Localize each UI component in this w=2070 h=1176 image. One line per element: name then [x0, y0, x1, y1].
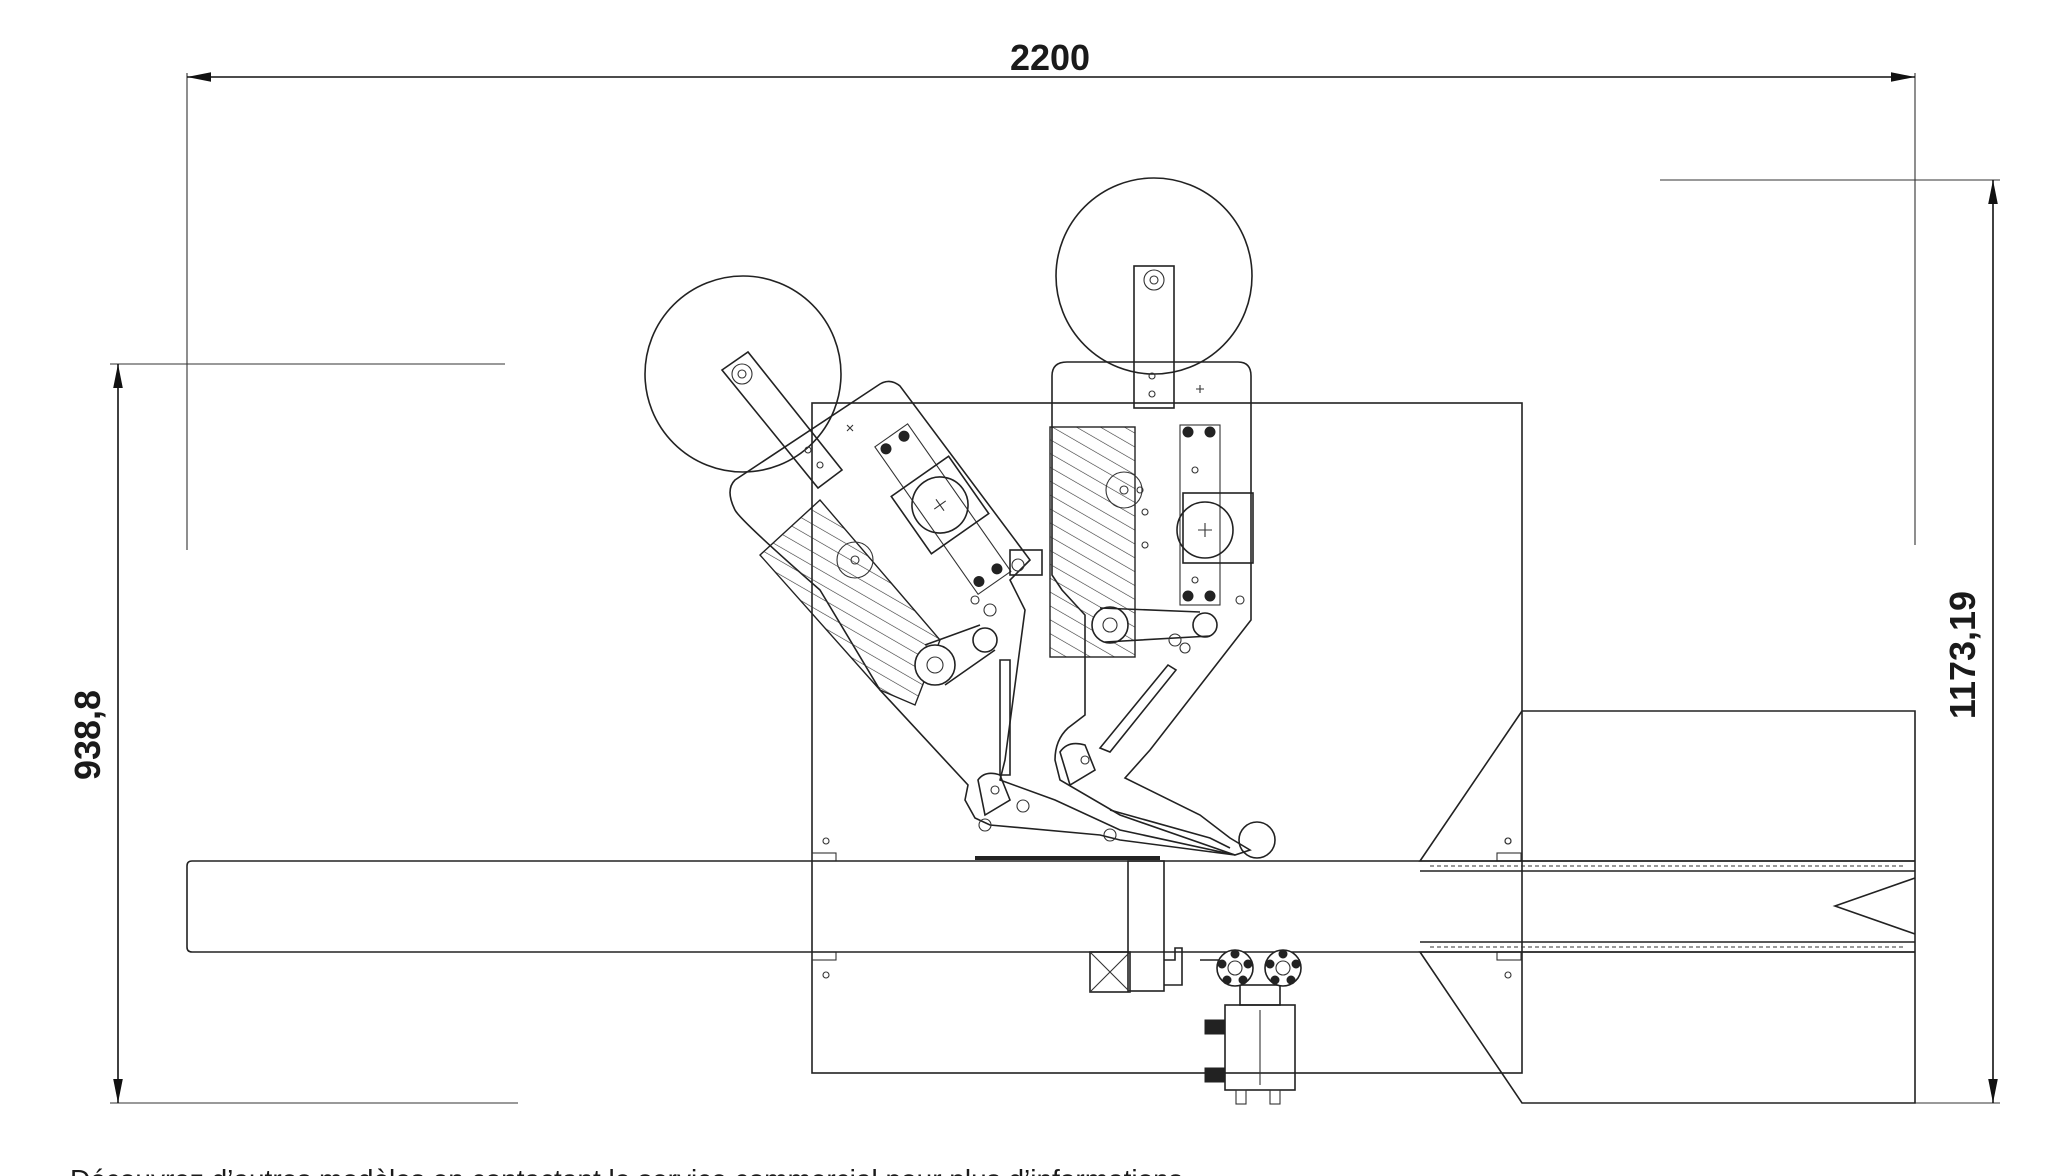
label-reel-left [644, 275, 842, 473]
dimension-left-height: 938,8 [67, 363, 518, 1104]
right-height-dimension-label: 1173,19 [1942, 591, 1983, 719]
machine-frame [811, 402, 1523, 1074]
labeling-head-right [1049, 177, 1276, 859]
drive-belt-right [1091, 606, 1218, 654]
caption-text: Découvrez d’autres modèles en contactant… [70, 1166, 1191, 1176]
under-conveyor-unit [1089, 860, 1302, 1105]
labeling-head-left [644, 275, 1236, 856]
roller-gear-left [1216, 949, 1254, 987]
dimension-right-height: 1173,19 [1660, 179, 2000, 1104]
dimension-width: 2200 [186, 37, 1916, 550]
outfeed-guide [1418, 710, 1916, 1104]
drive-belt-left [914, 595, 998, 686]
conveyor-belt [186, 856, 1915, 953]
roller-gear-right [1264, 949, 1302, 987]
width-dimension-label: 2200 [1010, 37, 1090, 78]
left-height-dimension-label: 938,8 [67, 690, 108, 780]
